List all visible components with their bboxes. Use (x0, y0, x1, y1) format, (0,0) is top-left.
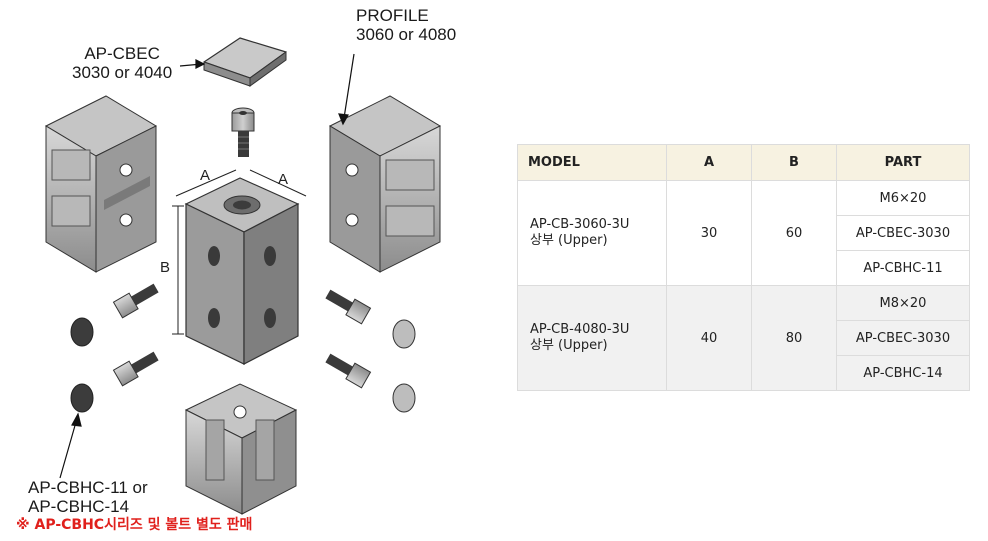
table-header-row: MODEL A B PART (517, 144, 970, 181)
hole-cap-callout: AP-CBHC-11 or AP-CBHC-14 (28, 478, 148, 516)
profile-name: PROFILE (356, 6, 429, 25)
end-cap-size: 3030 or 4040 (72, 63, 173, 82)
right-profile-part (328, 95, 442, 273)
exploded-assembly-illustration: A A B (44, 37, 442, 515)
leader-lines (59, 53, 355, 479)
part-cell: M8×20 (836, 285, 970, 321)
model-cell: AP-CB-3060-3U 상부 (Upper) (517, 180, 667, 286)
table-row: AP-CBEC-3030 (518, 215, 970, 251)
model-variant: 상부 (Upper) (530, 233, 608, 248)
separate-sale-note: ※ AP-CBHC시리즈 및 볼트 별도 판매 (16, 517, 253, 533)
side-bolts-right (325, 289, 372, 389)
hole-cap-line1: AP-CBHC-11 or (28, 478, 148, 497)
bottom-profile-part (184, 383, 298, 515)
end-cap-name: AP-CBEC (84, 44, 160, 63)
part-cell: AP-CBHC-11 (836, 250, 970, 286)
table-row: AP-CBHC-11 (518, 250, 970, 286)
dimension-lines (172, 169, 307, 335)
side-bolts-left (112, 283, 159, 387)
end-cap-callout: AP-CBEC 3030 or 4040 (72, 44, 172, 82)
header-a: A (666, 144, 752, 181)
header-model: MODEL (517, 144, 667, 181)
model-cell: AP-CB-4080-3U 상부 (Upper) (517, 285, 667, 391)
model-code: AP-CB-4080-3U (530, 322, 630, 337)
table-row: AP-CB-3060-3U 상부 (Upper) 30 60 M6×20 (517, 180, 970, 286)
dim-b-label: B (160, 259, 170, 276)
cube-bracket-part (184, 177, 300, 365)
hole-caps (70, 317, 416, 413)
top-bolt-part (231, 107, 255, 157)
dim-a-left-label: A (200, 167, 210, 184)
profile-size: 3060 or 4080 (356, 25, 457, 44)
dim-a-right-label: A (278, 171, 288, 188)
part-cell: AP-CBEC-3030 (836, 215, 970, 251)
table-row: AP-CB-4080-3U 상부 (Upper) 40 80 M8×20 (517, 285, 970, 391)
left-profile-part (44, 95, 158, 273)
spec-table: MODEL A B PART AP-CB-3060-3U 상부 (Upper) … (517, 144, 970, 391)
hole-cap-line2: AP-CBHC-14 (28, 497, 130, 516)
end-cap-part (203, 37, 287, 87)
header-b: B (751, 144, 837, 181)
a-value-cell: 40 (666, 285, 752, 391)
header-part: PART (836, 144, 970, 181)
b-value-cell: 80 (751, 285, 837, 391)
part-cell: AP-CBHC-14 (836, 355, 970, 391)
part-cell: AP-CBEC-3030 (836, 320, 970, 356)
model-code: AP-CB-3060-3U (530, 217, 630, 232)
table-row: AP-CBHC-14 (518, 355, 970, 391)
part-cell: M6×20 (836, 180, 970, 216)
model-variant: 상부 (Upper) (530, 338, 608, 353)
a-value-cell: 30 (666, 180, 752, 286)
profile-callout: PROFILE 3060 or 4080 (356, 6, 456, 44)
table-row: AP-CBEC-3030 (518, 320, 970, 356)
b-value-cell: 60 (751, 180, 837, 286)
